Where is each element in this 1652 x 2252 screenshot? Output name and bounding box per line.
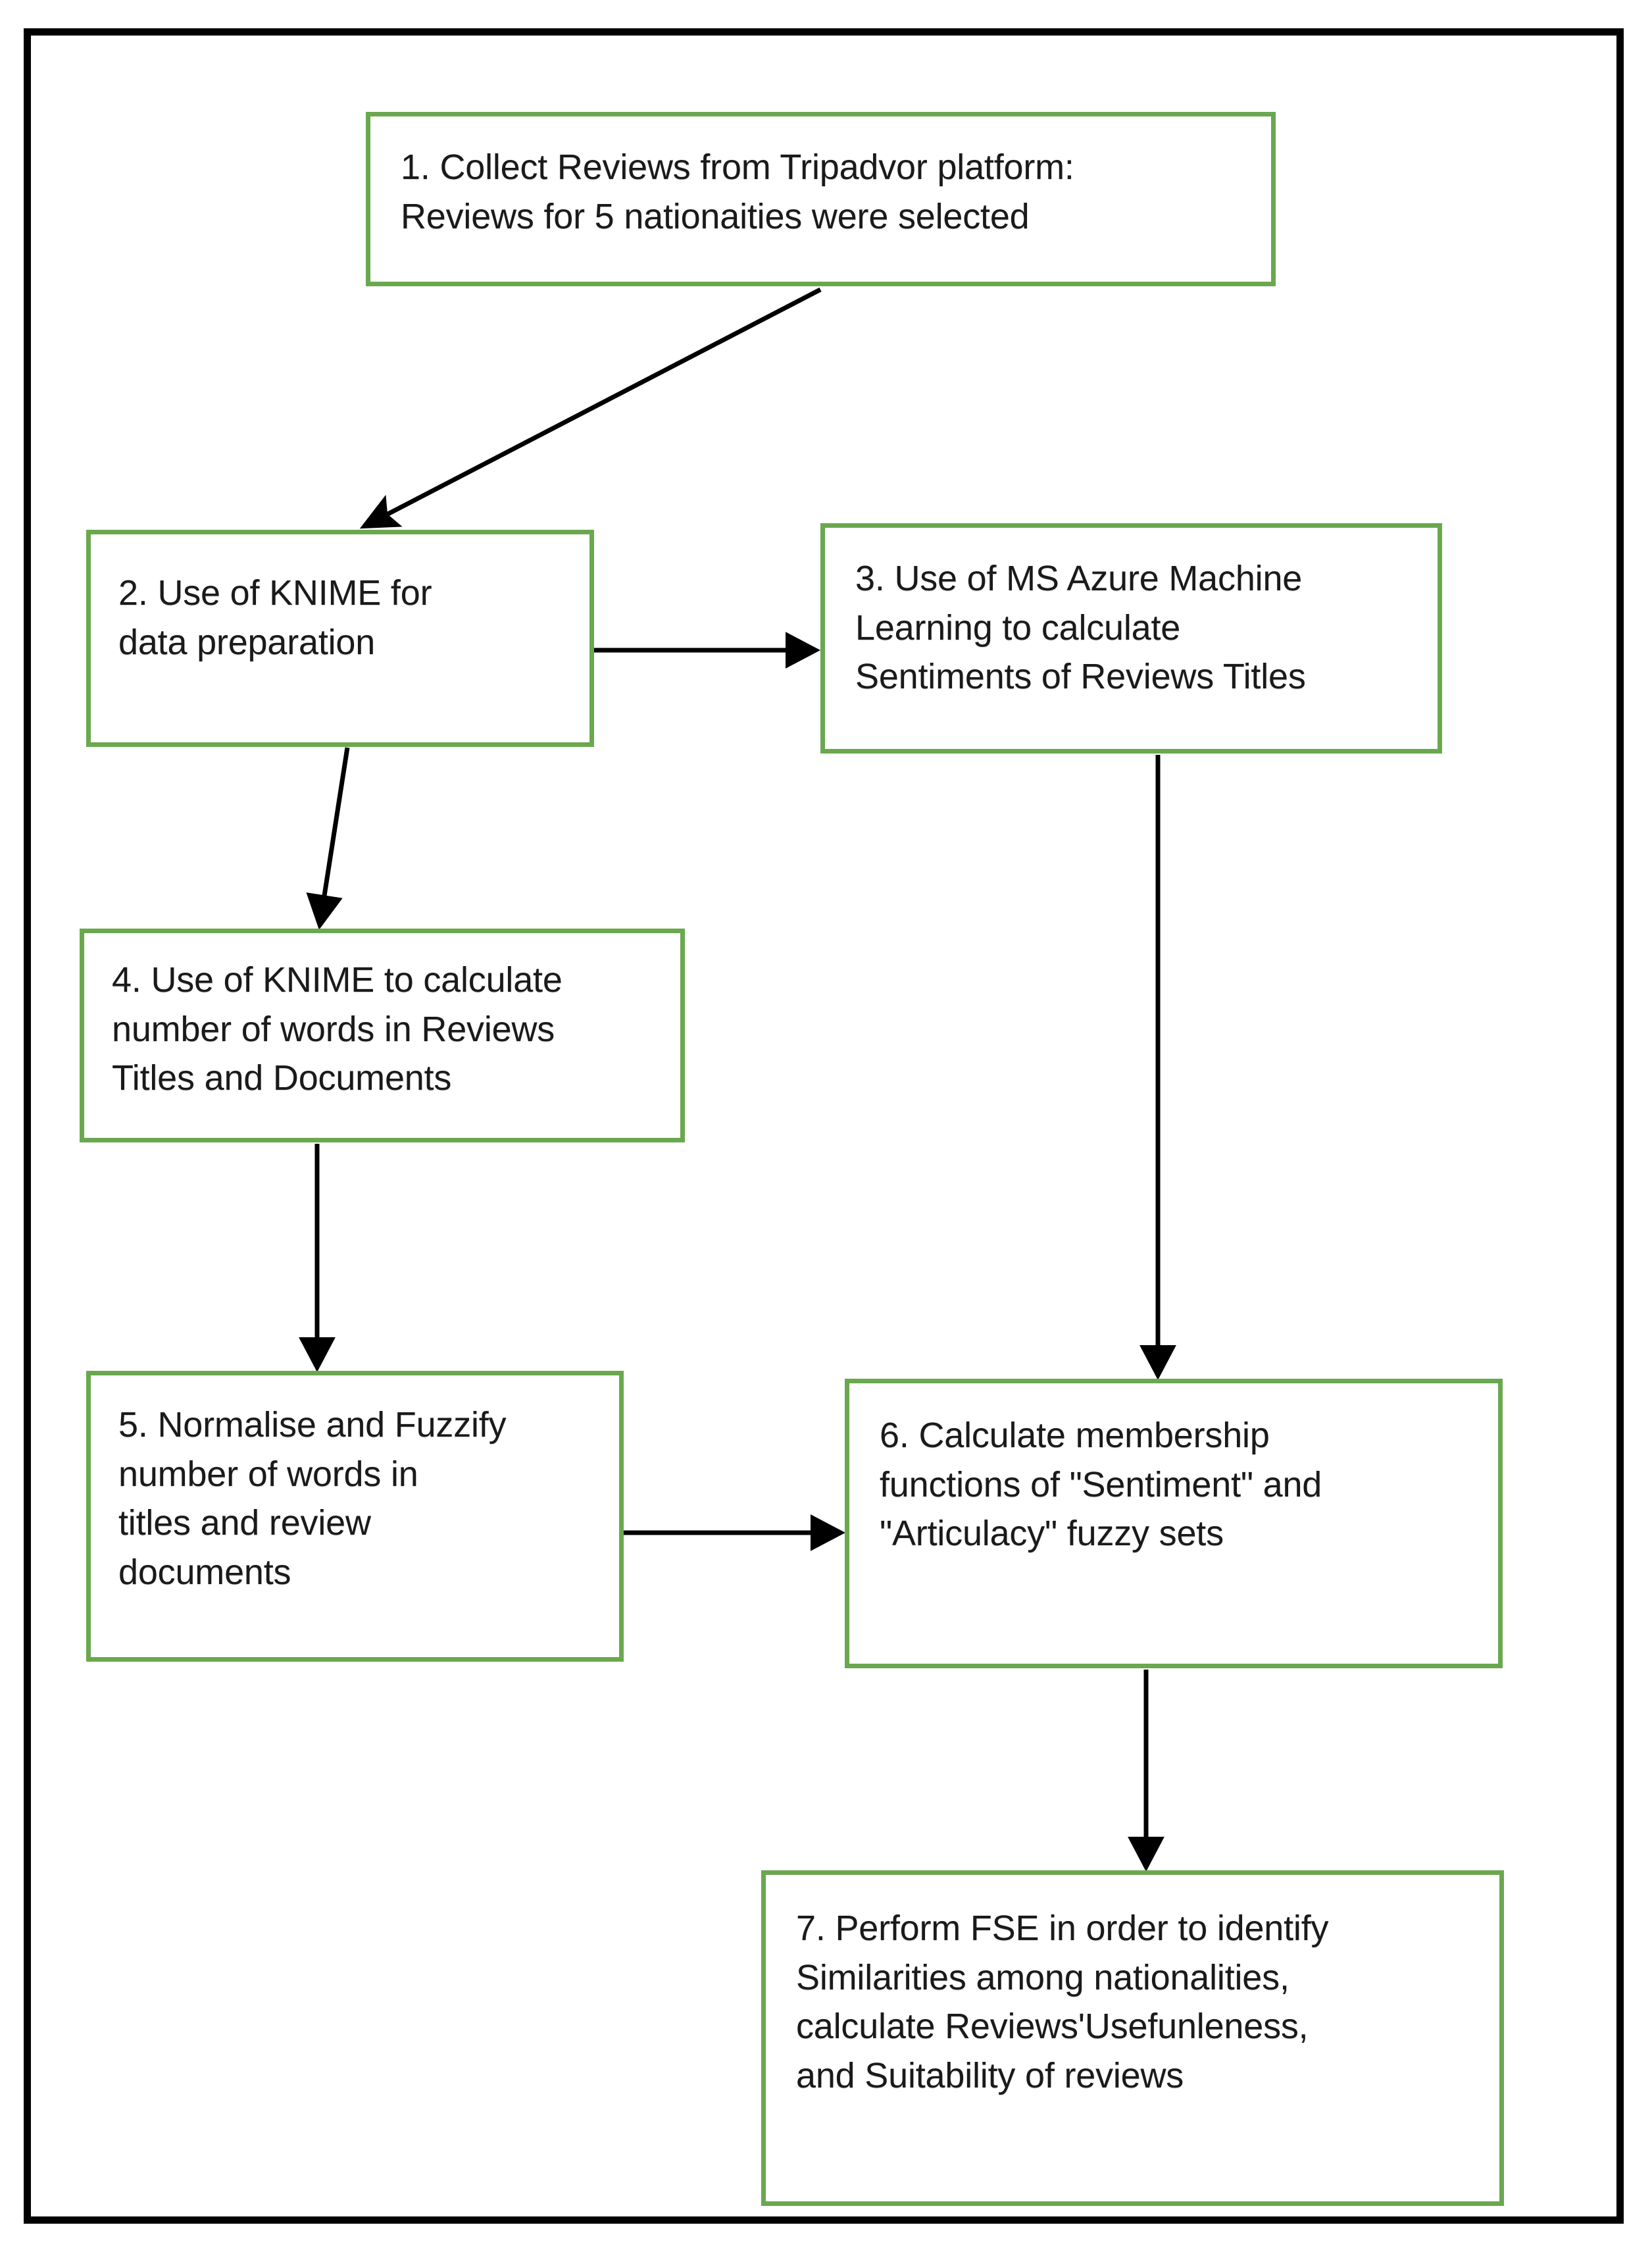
- flow-node-step-2-label: 2. Use of KNIME for data preparation: [118, 573, 432, 662]
- flow-node-step-1-label: 1. Collect Reviews from Tripadvor platfo…: [401, 147, 1074, 236]
- flow-node-step-1[interactable]: 1. Collect Reviews from Tripadvor platfo…: [366, 112, 1276, 286]
- flow-node-step-7[interactable]: 7. Perform FSE in order to identify Simi…: [761, 1870, 1504, 2206]
- flow-node-step-6[interactable]: 6. Calculate membership functions of "Se…: [845, 1379, 1503, 1668]
- flow-node-step-4-label: 4. Use of KNIME to calculate number of w…: [112, 960, 563, 1098]
- flow-node-step-2[interactable]: 2. Use of KNIME for data preparation: [86, 530, 594, 747]
- flow-node-step-6-label: 6. Calculate membership functions of "Se…: [880, 1416, 1322, 1554]
- flow-node-step-3[interactable]: 3. Use of MS Azure Machine Learning to c…: [820, 523, 1442, 754]
- flow-node-step-4[interactable]: 4. Use of KNIME to calculate number of w…: [80, 929, 685, 1142]
- flow-node-step-3-label: 3. Use of MS Azure Machine Learning to c…: [855, 559, 1306, 697]
- flow-node-step-5[interactable]: 5. Normalise and Fuzzify number of words…: [86, 1371, 624, 1662]
- flow-node-step-7-label: 7. Perform FSE in order to identify Simi…: [796, 1908, 1329, 2095]
- flow-node-step-5-label: 5. Normalise and Fuzzify number of words…: [118, 1405, 507, 1592]
